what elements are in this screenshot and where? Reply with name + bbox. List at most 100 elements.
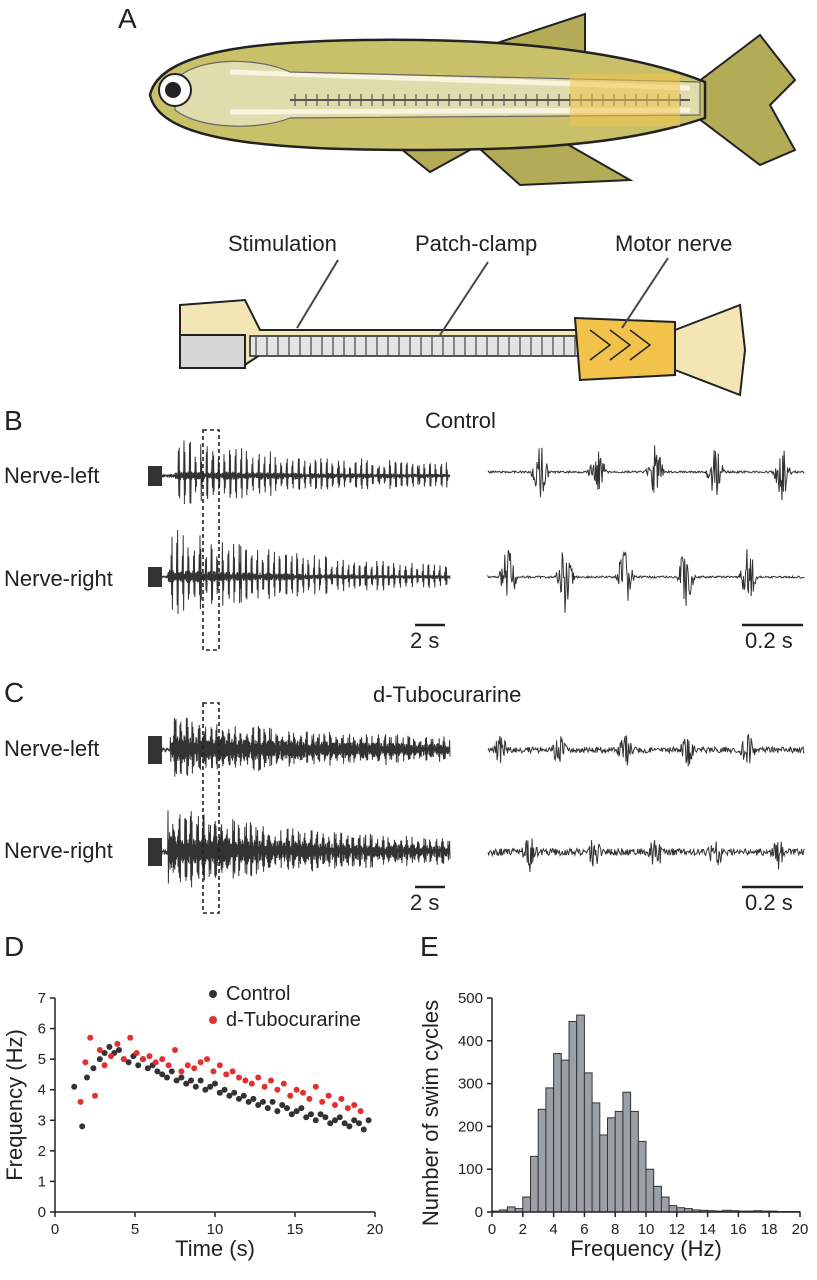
x-tick-label-e: 14 bbox=[699, 1221, 716, 1238]
data-point-control bbox=[245, 1098, 252, 1105]
data-point-control bbox=[332, 1117, 338, 1124]
condition-label-control: Control bbox=[425, 408, 496, 433]
data-point-dtc bbox=[159, 1056, 166, 1063]
scalebar-short-b-label: 0.2 s bbox=[745, 628, 793, 653]
y-tick-label-d: 3 bbox=[38, 1112, 46, 1129]
condition-label-dtc: d-Tubocurarine bbox=[373, 682, 521, 707]
legend-label-control: Control bbox=[226, 983, 290, 1005]
data-point-dtc bbox=[114, 1040, 121, 1047]
data-point-dtc bbox=[216, 1062, 223, 1069]
data-point-control bbox=[168, 1068, 175, 1075]
x-tick-label-d: 20 bbox=[367, 1221, 384, 1238]
panel-label-a: A bbox=[118, 3, 137, 34]
data-point-dtc bbox=[300, 1089, 306, 1096]
data-point-control bbox=[188, 1077, 194, 1084]
data-point-control bbox=[116, 1047, 122, 1053]
row-label-nerve-right-c: Nerve-right bbox=[4, 838, 113, 863]
data-point-dtc bbox=[242, 1077, 249, 1084]
histogram-bar bbox=[583, 1072, 593, 1213]
data-point-dtc bbox=[96, 1047, 103, 1053]
data-point-control bbox=[79, 1123, 86, 1130]
histogram-bar bbox=[545, 1087, 555, 1213]
data-point-dtc bbox=[229, 1068, 236, 1075]
data-point-control bbox=[260, 1098, 266, 1105]
label-stimulation: Stimulation bbox=[228, 231, 337, 256]
data-point-control bbox=[192, 1083, 199, 1090]
data-point-control bbox=[298, 1105, 305, 1112]
data-point-control bbox=[197, 1077, 204, 1084]
data-point-control bbox=[341, 1120, 348, 1127]
data-point-dtc bbox=[165, 1062, 172, 1069]
data-point-control bbox=[236, 1095, 242, 1102]
data-point-control bbox=[346, 1123, 353, 1130]
histogram-bar bbox=[630, 1110, 639, 1213]
y-tick-label-e: 500 bbox=[458, 990, 483, 1007]
x-tick-label-e: 6 bbox=[580, 1221, 588, 1238]
data-point-dtc bbox=[120, 1056, 127, 1063]
data-point-control bbox=[356, 1120, 362, 1127]
histogram-bar bbox=[622, 1091, 632, 1213]
trace-nerve-right-control bbox=[159, 529, 451, 614]
x-tick-label-e: 18 bbox=[761, 1221, 778, 1238]
data-point-control bbox=[284, 1105, 290, 1112]
data-point-dtc bbox=[274, 1086, 281, 1093]
zebrafish-illustration bbox=[148, 12, 797, 187]
data-point-control bbox=[144, 1065, 151, 1072]
data-point-control bbox=[250, 1095, 257, 1102]
data-point-control bbox=[90, 1065, 97, 1072]
x-tick-label-e: 16 bbox=[730, 1221, 747, 1238]
data-point-dtc bbox=[172, 1047, 178, 1053]
histogram-bar bbox=[506, 1206, 516, 1213]
stimulus-artifact bbox=[148, 736, 162, 764]
data-point-control bbox=[303, 1114, 310, 1121]
histogram-bar bbox=[614, 1110, 624, 1213]
data-point-dtc bbox=[184, 1062, 191, 1069]
y-tick-label-e: 300 bbox=[458, 1076, 483, 1093]
data-point-control bbox=[173, 1077, 180, 1084]
y-tick-label-e: 400 bbox=[458, 1033, 483, 1050]
data-point-dtc bbox=[223, 1071, 230, 1078]
y-tick-label-d: 2 bbox=[38, 1143, 46, 1160]
data-point-control bbox=[96, 1056, 103, 1063]
x-tick-label-e: 0 bbox=[488, 1221, 496, 1238]
data-point-dtc bbox=[178, 1068, 185, 1075]
panel-label-c: C bbox=[4, 677, 24, 708]
histogram-bar bbox=[668, 1205, 678, 1213]
data-point-dtc bbox=[146, 1053, 153, 1060]
data-point-control bbox=[207, 1083, 214, 1090]
data-point-control bbox=[269, 1098, 276, 1105]
data-point-dtc bbox=[255, 1074, 262, 1081]
x-tick-label-e: 10 bbox=[638, 1221, 655, 1238]
histogram-bar bbox=[591, 1102, 601, 1213]
data-point-control bbox=[212, 1080, 218, 1087]
histogram-bar bbox=[522, 1196, 531, 1213]
y-tick-label-d: 0 bbox=[38, 1204, 46, 1221]
y-tick-label-d: 1 bbox=[38, 1173, 46, 1190]
larva-preparation-illustration bbox=[179, 257, 747, 397]
data-point-dtc bbox=[140, 1056, 146, 1063]
data-point-control bbox=[154, 1068, 161, 1075]
data-point-control bbox=[279, 1102, 286, 1108]
x-tick-label-d: 0 bbox=[51, 1221, 59, 1238]
data-point-dtc bbox=[261, 1083, 268, 1090]
histogram-bar bbox=[568, 1021, 578, 1213]
data-point-control bbox=[159, 1071, 166, 1078]
data-point-control bbox=[308, 1111, 314, 1118]
trace-nerve-right-dtc bbox=[159, 810, 451, 888]
data-point-control bbox=[293, 1108, 300, 1115]
data-point-dtc bbox=[77, 1098, 84, 1105]
data-point-control bbox=[216, 1089, 223, 1096]
data-point-dtc bbox=[332, 1102, 338, 1108]
data-point-control bbox=[231, 1089, 238, 1096]
row-label-nerve-right-b: Nerve-right bbox=[4, 566, 113, 591]
data-point-control bbox=[327, 1120, 334, 1127]
legend-label-dtc: d-Tubocurarine bbox=[226, 1009, 361, 1031]
trace-zoom-nerve-left-dtc bbox=[487, 734, 805, 767]
selection-box-b bbox=[202, 429, 220, 651]
data-point-control bbox=[221, 1086, 228, 1093]
histogram-bar bbox=[645, 1168, 655, 1213]
data-point-control bbox=[274, 1108, 281, 1115]
data-point-dtc bbox=[325, 1092, 332, 1099]
y-tick-label-d: 7 bbox=[38, 990, 46, 1007]
